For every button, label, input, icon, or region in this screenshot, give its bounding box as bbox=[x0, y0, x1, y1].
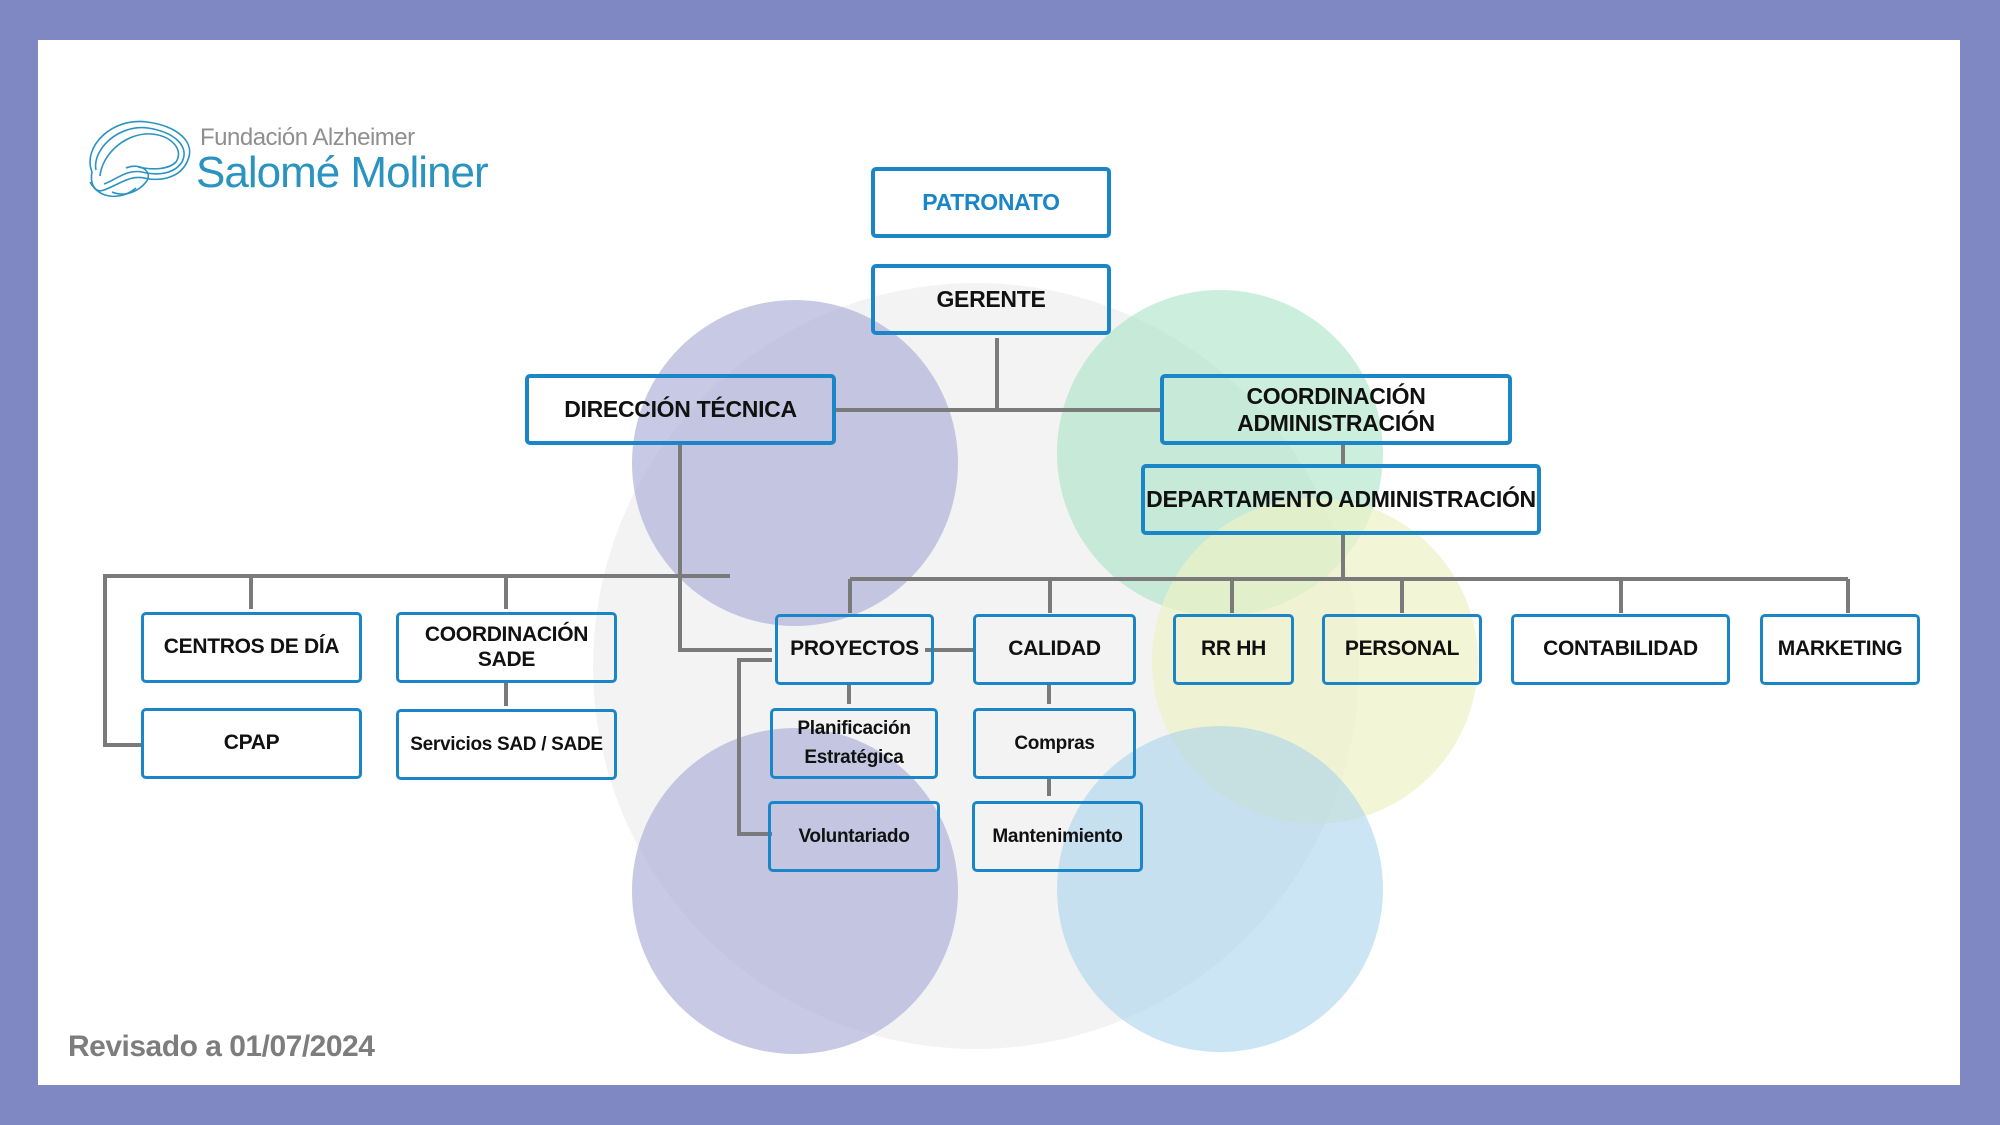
box-patronato: PATRONATO bbox=[871, 167, 1111, 238]
box-rr-hh: RR HH bbox=[1173, 614, 1294, 685]
revision-date: Revisado a 01/07/2024 bbox=[68, 1030, 375, 1063]
brain-outline-icon bbox=[89, 120, 191, 198]
box-calidad: CALIDAD bbox=[973, 614, 1136, 685]
box-coordinacion-administracion: COORDINACIÓN ADMINISTRACIÓN bbox=[1160, 374, 1512, 445]
logo-title-small: Fundación Alzheimer bbox=[200, 124, 415, 151]
bg-circle-lavender-bottom bbox=[632, 728, 958, 1054]
box-planificacion-estrategica: Planificación Estratégica bbox=[770, 708, 938, 779]
box-mantenimiento: Mantenimiento bbox=[972, 801, 1143, 872]
box-departamento-administracion: DEPARTAMENTO ADMINISTRACIÓN bbox=[1141, 464, 1541, 535]
box-centros-de-dia: CENTROS DE DÍA bbox=[141, 612, 362, 683]
box-contabilidad: CONTABILIDAD bbox=[1511, 614, 1730, 685]
box-direccion-tecnica: DIRECCIÓN TÉCNICA bbox=[525, 374, 836, 445]
box-compras: Compras bbox=[973, 708, 1136, 779]
box-cpap: CPAP bbox=[141, 708, 362, 779]
bg-circle-lavender-top bbox=[632, 300, 958, 626]
connector-lines bbox=[103, 338, 1850, 836]
logo-title-large: Salomé Moliner bbox=[196, 148, 489, 197]
box-servicios-sad-sade: Servicios SAD / SADE bbox=[396, 709, 617, 780]
box-coordinacion-sade: COORDINACIÓN SADE bbox=[396, 612, 617, 683]
box-personal: PERSONAL bbox=[1322, 614, 1482, 685]
connector-left-bus bbox=[103, 574, 730, 747]
connector-direccion-down bbox=[678, 443, 772, 652]
box-marketing: MARKETING bbox=[1760, 614, 1920, 685]
bg-circle-blue bbox=[1057, 726, 1383, 1052]
box-proyectos: PROYECTOS bbox=[775, 614, 934, 685]
org-chart-canvas: Fundación Alzheimer Salomé Moliner PATRO… bbox=[38, 40, 1960, 1085]
box-voluntariado: Voluntariado bbox=[768, 801, 940, 872]
box-gerente: GERENTE bbox=[871, 264, 1111, 335]
connector-proyectos-to-voluntariado bbox=[737, 658, 772, 836]
